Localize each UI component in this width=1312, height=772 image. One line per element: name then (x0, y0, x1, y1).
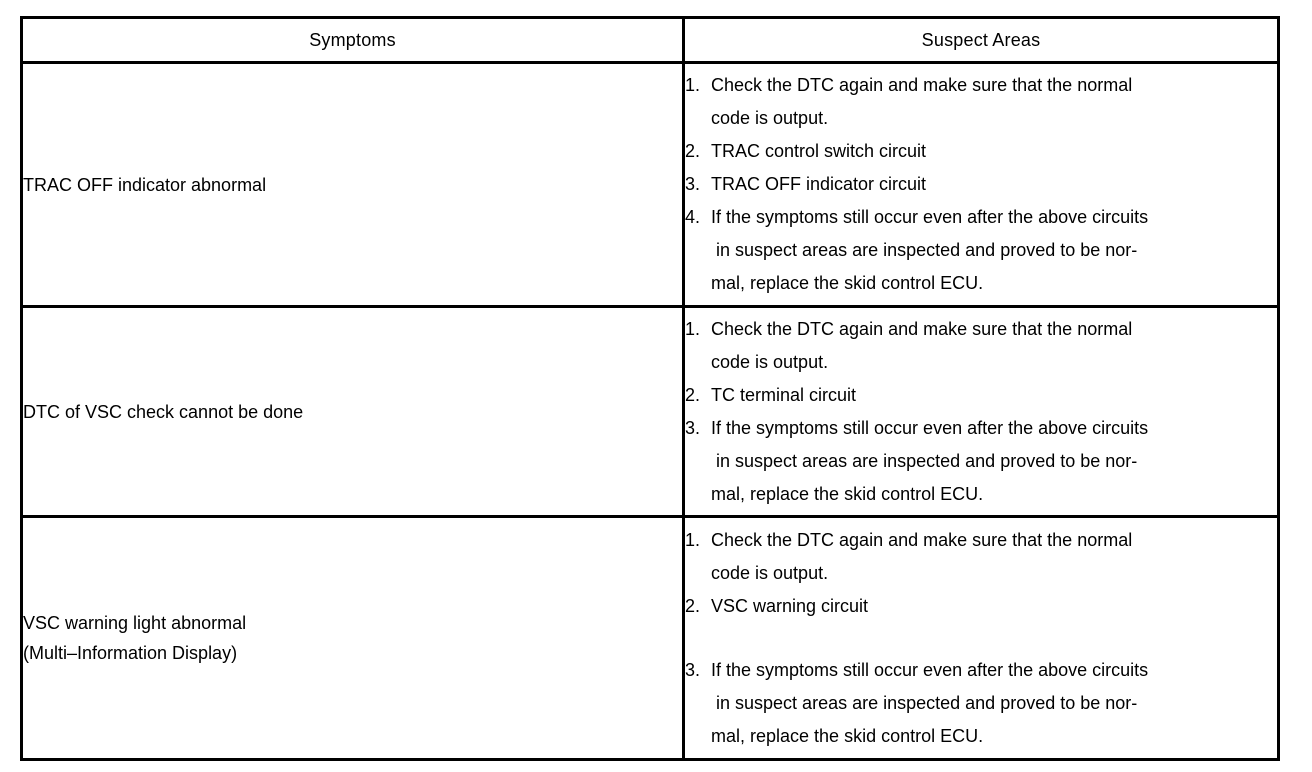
symptom-trac-off-indicator: TRAC OFF indicator abnormal (20, 61, 685, 308)
item-number: 3. (685, 174, 701, 194)
symptoms-suspect-areas-table: Symptoms Suspect Areas TRAC OFF indicato… (20, 16, 1280, 761)
item-number: 1. (685, 318, 701, 339)
suspect-item: 2. VSC warning circuit (685, 590, 1277, 623)
symptoms-column-header: Symptoms (20, 16, 685, 64)
header-row: Symptoms Suspect Areas (20, 16, 1280, 64)
suspect-item: 3. If the symptoms still occur even afte… (685, 412, 1277, 511)
table-row: TRAC OFF indicator abnormal 1. Check the… (20, 61, 1280, 308)
suspect-areas-column-header: Suspect Areas (682, 16, 1280, 64)
suspect-item: 1. Check the DTC again and make sure tha… (685, 69, 1277, 135)
item-number: 4. (685, 207, 701, 227)
suspect-item: 4. If the symptoms still occur even afte… (685, 201, 1277, 300)
suspect-item: 1. Check the DTC again and make sure tha… (685, 524, 1277, 590)
suspect-item: 2. TRAC control switch circuit (685, 135, 1277, 168)
suspect-item: 1. Check the DTC again and make sure tha… (685, 313, 1277, 379)
item-number: 2. (685, 595, 701, 616)
item-text: Check the DTC again and make sure that t… (711, 318, 1133, 372)
item-text: Check the DTC again and make sure that t… (711, 529, 1133, 583)
item-text: Check the DTC again and make sure that t… (711, 75, 1133, 128)
item-text: TRAC OFF indicator circuit (711, 174, 927, 194)
suspect-item: 3. If the symptoms still occur even afte… (685, 654, 1277, 753)
suspect-areas-cell: 1. Check the DTC again and make sure tha… (682, 515, 1280, 761)
item-number: 3. (685, 417, 701, 438)
table-row: VSC warning light abnormal (Multi–Inform… (20, 515, 1280, 761)
item-text: If the symptoms still occur even after t… (711, 207, 1149, 293)
table-row: DTC of VSC check cannot be done 1. Check… (20, 305, 1280, 518)
item-text: VSC warning circuit (711, 595, 869, 616)
suspect-item: 3. TRAC OFF indicator circuit (685, 168, 1277, 201)
diagnostic-table-page: Symptoms Suspect Areas TRAC OFF indicato… (20, 16, 1280, 761)
item-number: 1. (685, 529, 701, 550)
item-number: 2. (685, 384, 701, 405)
item-text: TC terminal circuit (711, 384, 857, 405)
symptom-dtc-vsc-check: DTC of VSC check cannot be done (20, 305, 685, 518)
item-number: 2. (685, 141, 701, 161)
item-text: If the symptoms still occur even after t… (711, 659, 1149, 746)
symptom-vsc-warning-light: VSC warning light abnormal (Multi–Inform… (20, 515, 685, 761)
item-number: 1. (685, 75, 701, 95)
item-text: TRAC control switch circuit (711, 141, 927, 161)
item-text: If the symptoms still occur even after t… (711, 417, 1149, 504)
item-number: 3. (685, 659, 701, 680)
suspect-areas-cell: 1. Check the DTC again and make sure tha… (682, 305, 1280, 518)
suspect-areas-cell: 1. Check the DTC again and make sure tha… (682, 61, 1280, 308)
suspect-item: 2. TC terminal circuit (685, 379, 1277, 412)
